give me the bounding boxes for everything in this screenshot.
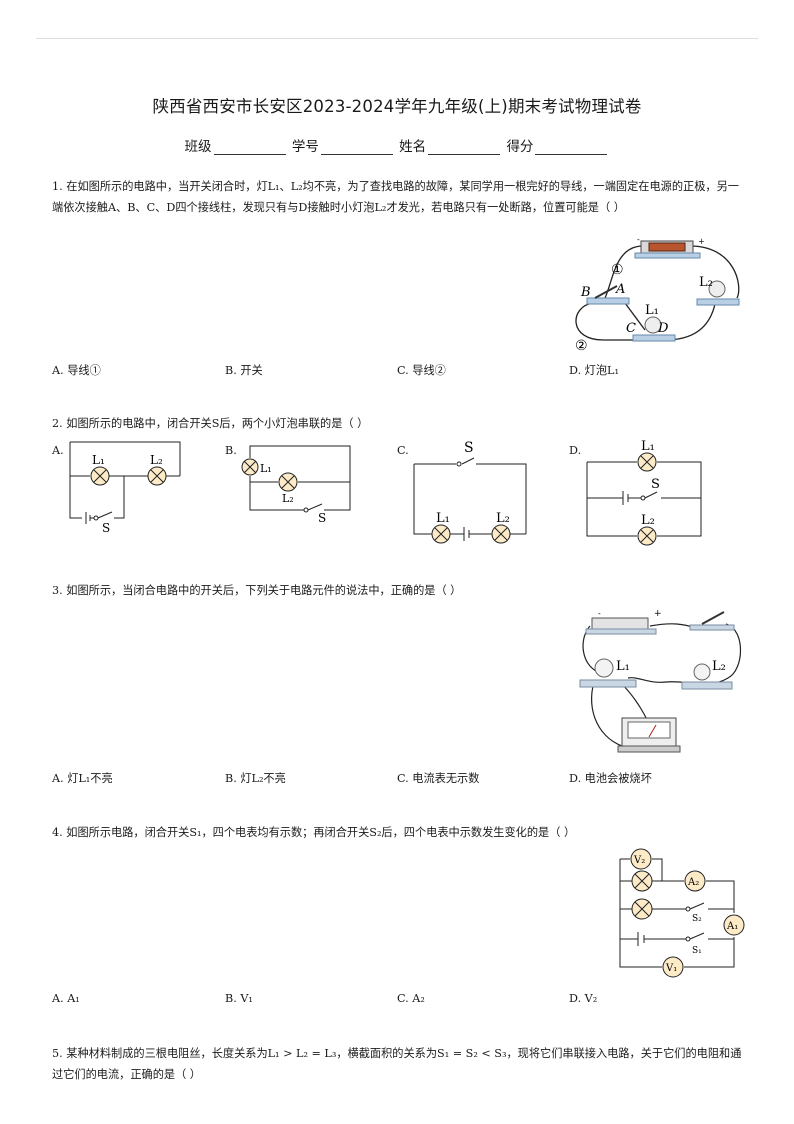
q3-option-c[interactable]: C. 电流表无示数	[397, 772, 480, 785]
student-id-blank[interactable]	[320, 140, 393, 155]
q2a-s: S	[102, 521, 110, 535]
q1-label-l1: L₁	[645, 303, 659, 318]
q1-label-wire2: ②	[575, 338, 588, 354]
q2d-l1: L₁	[641, 439, 655, 454]
q1-option-a[interactable]: A. 导线①	[52, 364, 101, 377]
question-2-number: 2.	[52, 417, 63, 430]
name-blank[interactable]	[428, 140, 501, 155]
q4-label-v2: V₂	[633, 855, 645, 866]
q2-diagram-b: L₁ L₂ S	[241, 445, 351, 525]
q2b-l2: L₂	[282, 492, 294, 505]
name-label: 姓名	[399, 139, 427, 155]
class-blank[interactable]	[213, 140, 286, 155]
question-4-figure: V₂ A₂ S₂ A₁ S₁ V₁	[619, 848, 745, 978]
question-1-text: 在如图所示的电路中，当开关闭合时，灯L₁、L₂均不亮，为了查找电路的故障，某同学…	[52, 180, 739, 214]
q3-label-l2: L₂	[712, 659, 726, 674]
question-4-number: 4.	[52, 826, 63, 839]
q2-option-d[interactable]: D.	[569, 444, 582, 457]
question-1-number: 1.	[52, 180, 63, 193]
q2d-s: S	[651, 477, 660, 492]
student-id-label: 学号	[291, 139, 319, 155]
question-5-number: 5.	[52, 1047, 63, 1060]
q3-option-b[interactable]: B. 灯L₂不亮	[225, 772, 286, 785]
class-label: 班级	[184, 139, 212, 155]
svg-text:-: -	[637, 235, 640, 244]
question-3-figure: - + L₁ L₂	[579, 609, 741, 753]
question-3: 3. 如图所示，当闭合电路中的开关后，下列关于电路元件的说法中，正确的是（ ）	[52, 580, 742, 601]
q2b-l1: L₁	[260, 462, 272, 475]
q2c-l1: L₁	[436, 511, 450, 526]
q2-diagram-d: L₁ S L₂	[586, 439, 702, 546]
question-5: 5. 某种材料制成的三根电阻丝，长度关系为L₁ > L₂ = L₃，横截面积的关…	[52, 1043, 742, 1085]
question-5-text: 某种材料制成的三根电阻丝，长度关系为L₁ > L₂ = L₃，横截面积的关系为S…	[52, 1047, 742, 1081]
q4-label-s1: S₁	[692, 946, 702, 956]
q1-label-wire1: ①	[611, 262, 624, 278]
question-1-figure: - + ① ② B A L₂ L₁ C D	[575, 235, 740, 354]
q1-label-l2: L₂	[699, 275, 713, 290]
q4-option-a[interactable]: A. A₁	[52, 992, 80, 1005]
question-4-text: 如图所示电路，闭合开关S₁，四个电表均有示数；再闭合开关S₂后，四个电表中示数发…	[66, 826, 576, 839]
q4-option-c[interactable]: C. A₂	[397, 992, 425, 1005]
q4-label-s2: S₂	[692, 914, 702, 924]
q2-diagram-a: L₁ L₂ S	[69, 441, 181, 535]
q3-option-d[interactable]: D. 电池会被烧坏	[569, 772, 652, 785]
q1-label-d: D	[657, 321, 669, 336]
q2c-l2: L₂	[496, 511, 510, 526]
q4-option-b[interactable]: B. V₁	[225, 992, 253, 1005]
q2a-l1: L₁	[92, 453, 105, 467]
q2-option-a[interactable]: A.	[52, 444, 64, 457]
question-2-text: 如图所示的电路中，闭合开关S后，两个小灯泡串联的是（ ）	[66, 417, 369, 430]
question-3-number: 3.	[52, 584, 63, 597]
question-4: 4. 如图所示电路，闭合开关S₁，四个电表均有示数；再闭合开关S₂后，四个电表中…	[52, 822, 742, 843]
q1-option-c[interactable]: C. 导线②	[397, 364, 446, 377]
q4-label-a2: A₂	[687, 877, 699, 888]
q2a-l2: L₂	[150, 453, 163, 467]
score-blank[interactable]	[535, 140, 608, 155]
q2b-s: S	[318, 511, 326, 525]
q1-label-c: C	[626, 321, 636, 336]
question-1: 1. 在如图所示的电路中，当开关闭合时，灯L₁、L₂均不亮，为了查找电路的故障，…	[52, 176, 742, 218]
q2-option-c[interactable]: C.	[397, 444, 409, 457]
svg-text:-: -	[598, 609, 601, 618]
page-title: 陕西省西安市长安区2023-2024学年九年级(上)期末考试物理试卷	[152, 97, 642, 116]
q3-label-l1: L₁	[616, 659, 630, 674]
q2-diagram-c: S L₁ L₂	[413, 440, 527, 544]
student-info-line: 班级 学号 姓名 得分	[0, 135, 794, 155]
question-3-text: 如图所示，当闭合电路中的开关后，下列关于电路元件的说法中，正确的是（ ）	[66, 584, 462, 597]
q2d-l2: L₂	[641, 513, 655, 528]
svg-text:+: +	[654, 609, 662, 619]
q3-option-a[interactable]: A. 灯L₁不亮	[52, 772, 113, 785]
question-2: 2. 如图所示的电路中，闭合开关S后，两个小灯泡串联的是（ ）	[52, 413, 742, 434]
q1-label-a: A	[615, 282, 625, 297]
q1-option-d[interactable]: D. 灯泡L₁	[569, 364, 619, 377]
q4-label-a1: A₁	[726, 921, 738, 932]
q4-label-v1: V₁	[665, 963, 677, 974]
svg-text:+: +	[698, 237, 705, 246]
q4-option-d[interactable]: D. V₂	[569, 992, 598, 1005]
score-label: 得分	[506, 139, 534, 155]
q1-option-b[interactable]: B. 开关	[225, 364, 263, 377]
q1-label-b: B	[580, 285, 591, 300]
top-rule	[36, 38, 758, 39]
q2c-s: S	[464, 440, 474, 456]
q2-option-b[interactable]: B.	[225, 444, 237, 457]
